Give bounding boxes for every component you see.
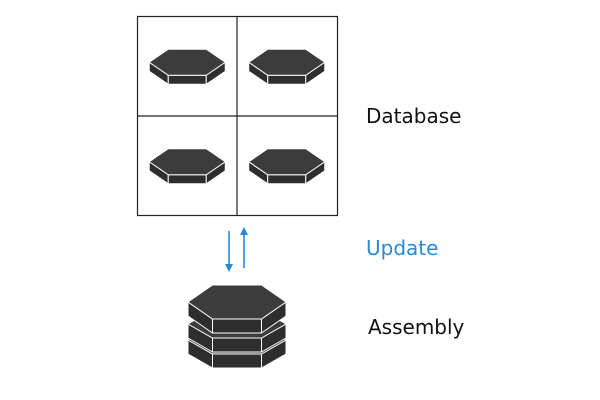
assembly-label: Assembly xyxy=(368,315,465,339)
database-label: Database xyxy=(366,104,462,128)
update-label: Update xyxy=(366,236,439,260)
tile-front-face xyxy=(212,353,262,369)
tile-top-face xyxy=(187,284,287,320)
tile-top-face xyxy=(148,48,226,76)
database-tiles xyxy=(148,48,326,185)
tile-front-face xyxy=(267,74,307,85)
tile-front-face xyxy=(212,337,262,353)
database-tile-r1-c2 xyxy=(248,48,326,85)
update-arrows xyxy=(225,227,248,272)
tile-front-face xyxy=(212,318,262,334)
database-tile-r1-c1 xyxy=(148,48,226,85)
tile-top-face xyxy=(248,48,326,76)
database-tile-r2-c1 xyxy=(148,148,226,185)
tile-front-face xyxy=(167,174,207,185)
database-grid xyxy=(136,15,339,217)
assembly-layer-1 xyxy=(187,284,287,334)
tile-top-face xyxy=(148,148,226,176)
tile-top-face xyxy=(248,148,326,176)
tile-front-face xyxy=(267,174,307,185)
tile-front-face xyxy=(167,74,207,85)
database-tile-r2-c2 xyxy=(248,148,326,185)
assembly-stack-icon xyxy=(187,284,287,369)
